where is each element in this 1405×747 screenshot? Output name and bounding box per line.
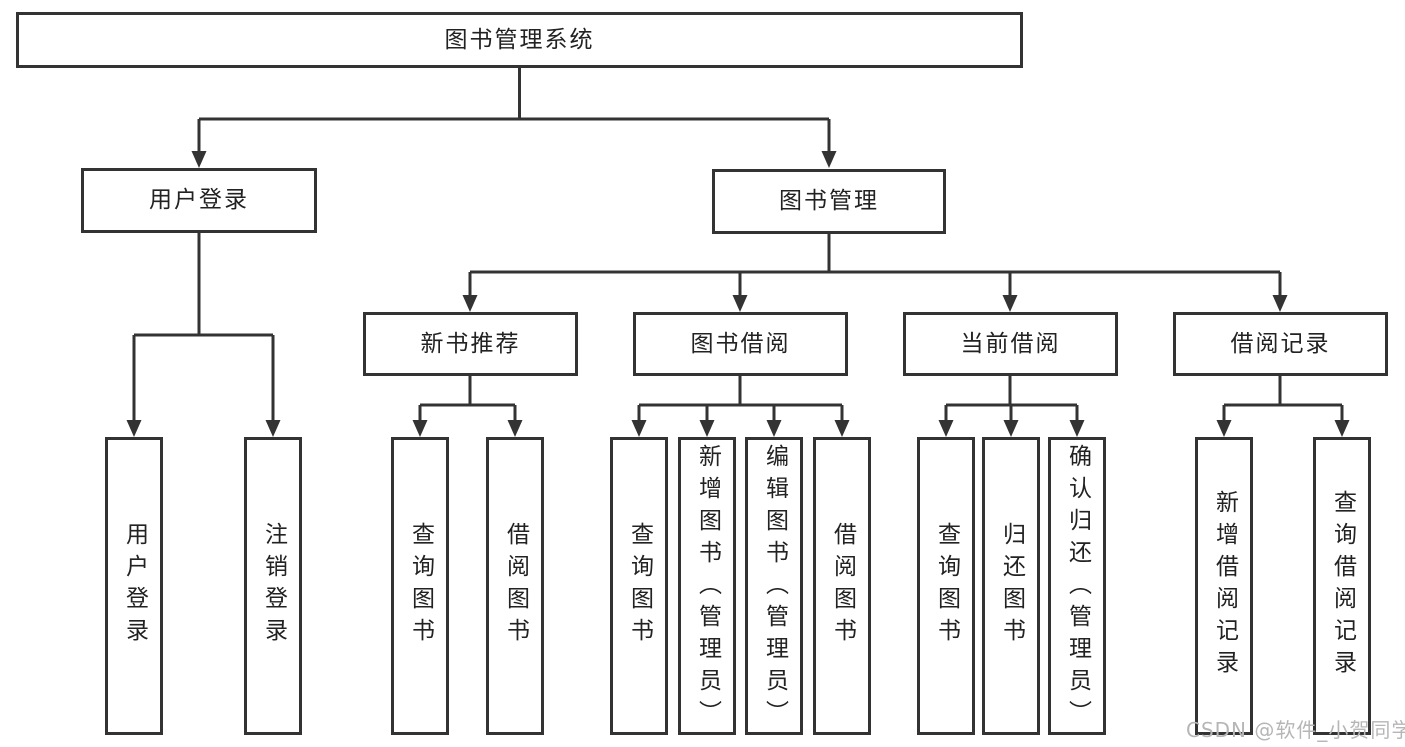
node-user-login: 用户登录 [81, 168, 317, 233]
node-book-management: 图书管理 [712, 169, 946, 234]
leaf-return-book: 归还图书 [982, 437, 1040, 735]
node-borrow-records: 借阅记录 [1173, 312, 1388, 376]
leaf-query-books-current: 查询图书 [917, 437, 975, 735]
leaf-edit-book-admin: 编辑图书（管理员） [745, 437, 803, 735]
leaf-query-books-borrow: 查询图书 [610, 437, 668, 735]
leaf-add-book-admin: 新增图书（管理员） [678, 437, 736, 735]
leaf-borrow-books: 借阅图书 [813, 437, 871, 735]
leaf-logout: 注销登录 [244, 437, 302, 735]
node-book-borrow: 图书借阅 [633, 312, 848, 376]
leaf-query-borrow-record: 查询借阅记录 [1313, 437, 1371, 735]
csdn-watermark: CSDN @软件_小贺同学 [1186, 718, 1405, 742]
leaf-user-login: 用户登录 [105, 437, 163, 735]
leaf-confirm-return-admin: 确认归还（管理员） [1048, 437, 1106, 735]
node-new-book-recommend: 新书推荐 [363, 312, 578, 376]
leaf-borrow-books-recommend: 借阅图书 [486, 437, 544, 735]
node-library-system: 图书管理系统 [16, 12, 1023, 68]
leaf-add-borrow-record: 新增借阅记录 [1195, 437, 1253, 735]
leaf-query-books-recommend: 查询图书 [391, 437, 449, 735]
node-current-borrow: 当前借阅 [903, 312, 1118, 376]
